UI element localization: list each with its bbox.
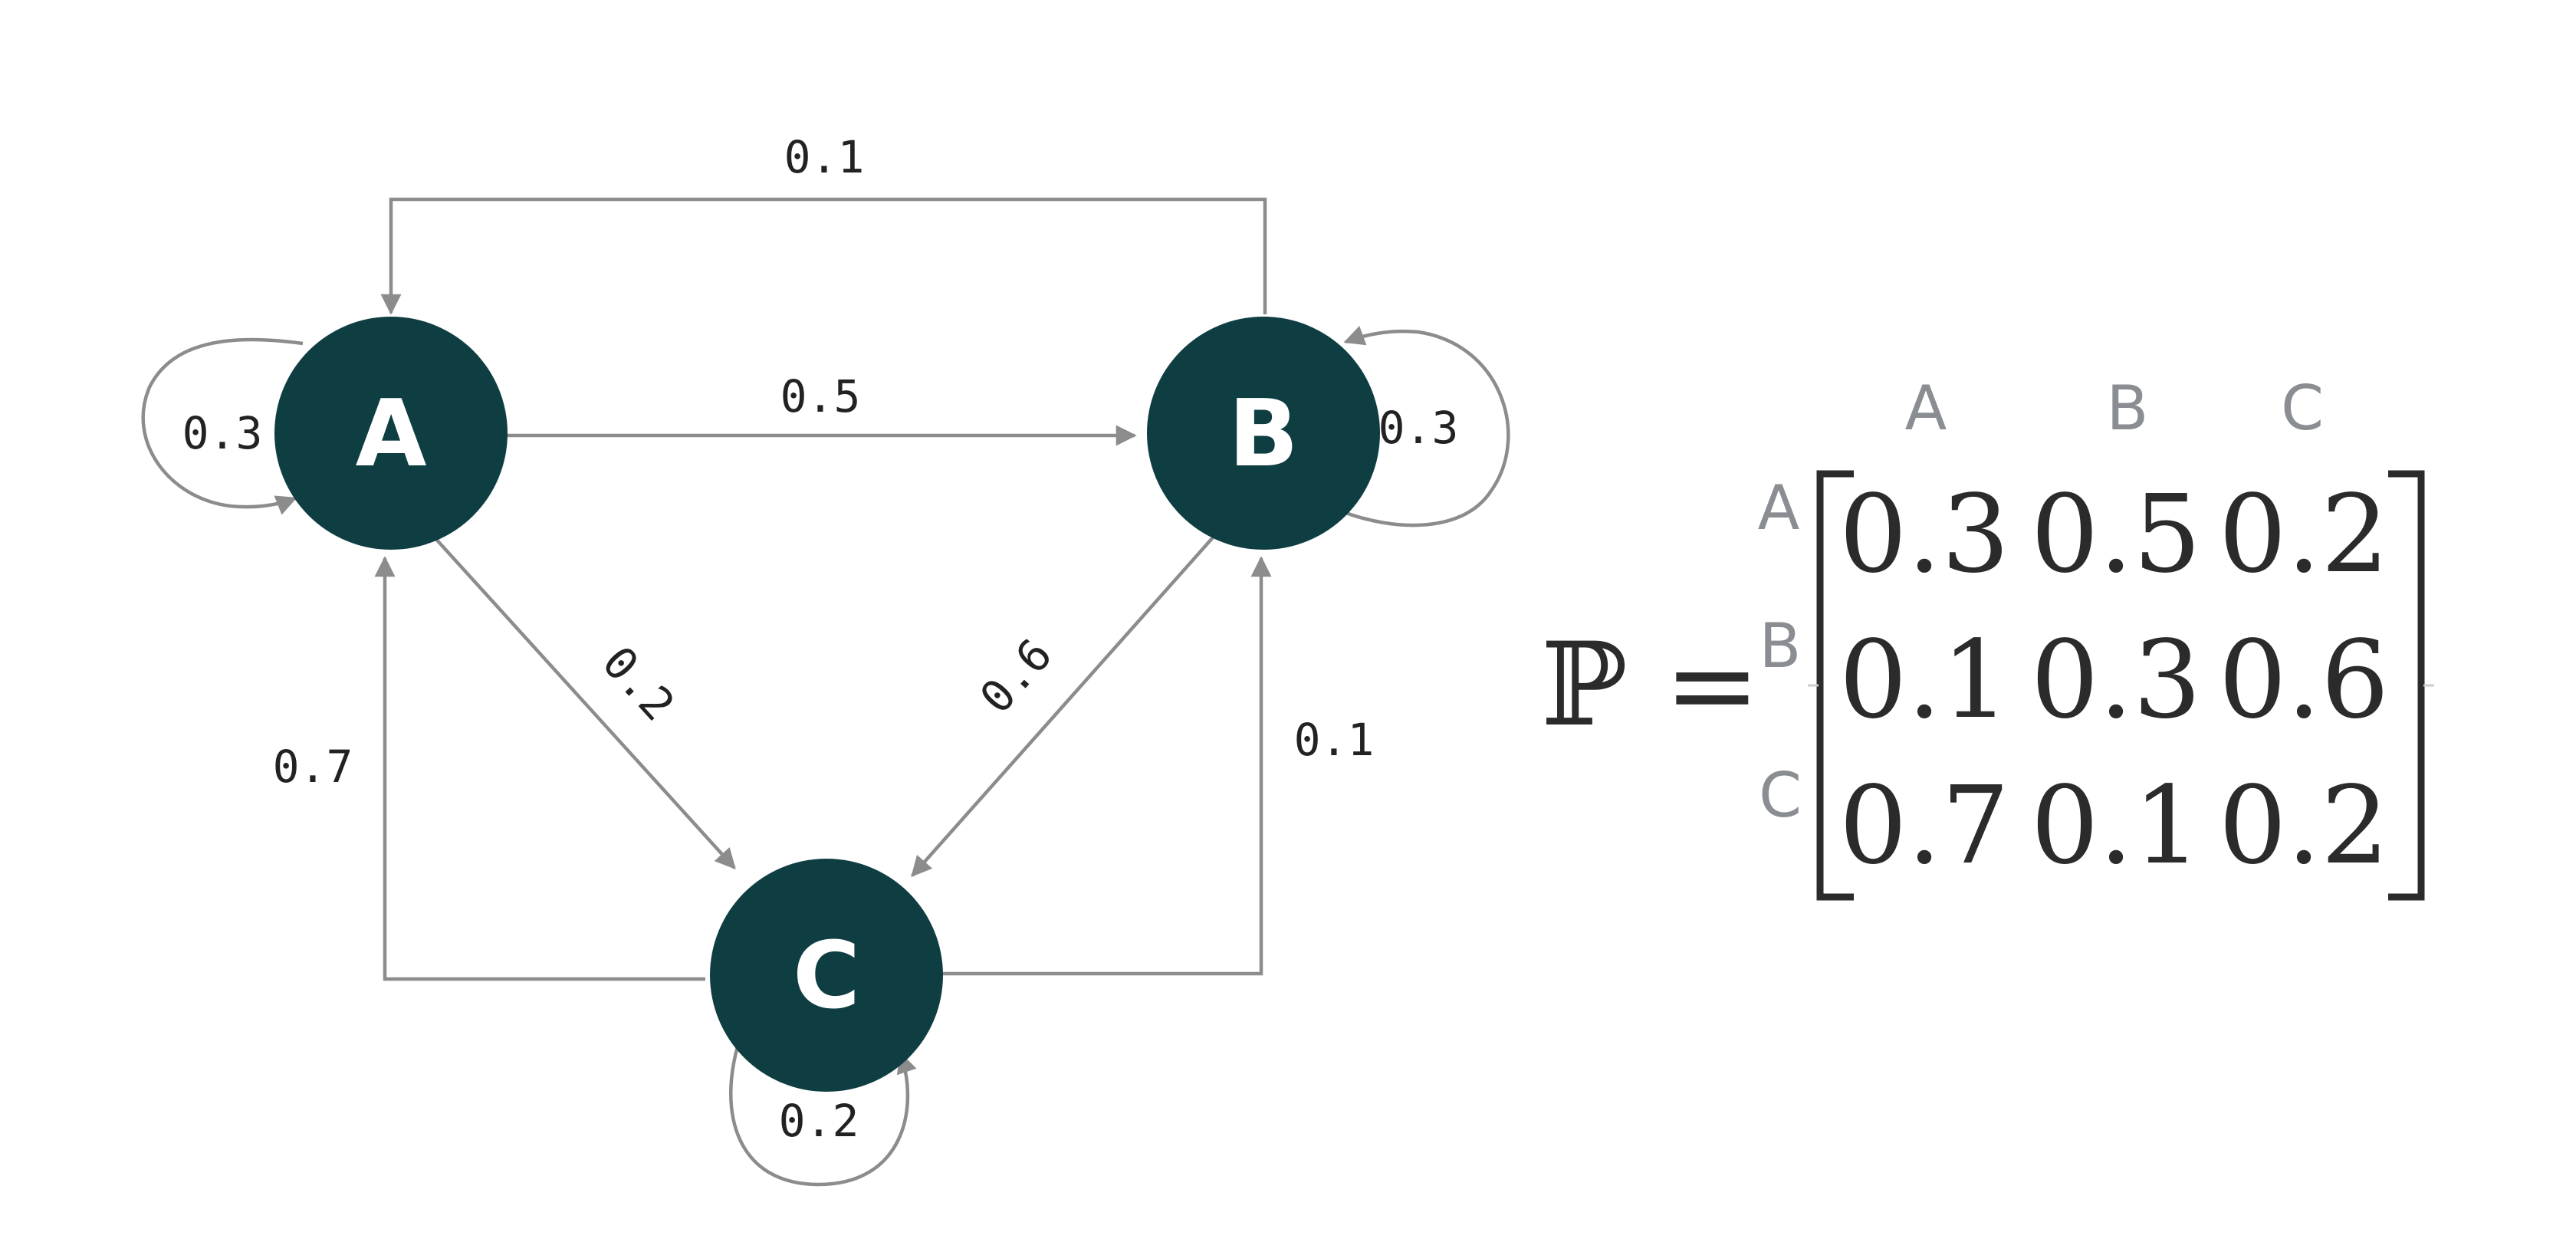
matrix-cell-a-c: 0.2	[2219, 472, 2390, 597]
matrix-right-bracket	[2388, 470, 2425, 901]
edge-label-b-to-a: 0.1	[784, 131, 865, 183]
matrix-cell-b-b: 0.3	[2031, 618, 2202, 743]
edge-label-c-to-a: 0.7	[273, 741, 353, 793]
matrix-column-label-c: C	[2281, 373, 2324, 444]
matrix-symbol: ℙ =	[1541, 619, 1760, 752]
matrix-column-label-a: A	[1905, 373, 1947, 444]
node-a-circle	[274, 317, 508, 550]
matrix-cell-c-b: 0.1	[2031, 764, 2202, 889]
node-a: A	[274, 317, 508, 550]
node-a-label: A	[356, 381, 427, 488]
matrix-row-label-c: C	[1759, 760, 1802, 831]
matrix-cell-b-c: 0.6	[2219, 618, 2390, 743]
edge-label-b-self-loop: 0.3	[1378, 402, 1459, 454]
edges	[141, 197, 1510, 1187]
transition-matrix: ℙ = A B C A B C 0.3 0.5 0.2 0.1 0.3 0.6 …	[1541, 373, 2434, 901]
edge-c-self-loop	[729, 1038, 917, 1187]
edge-label-a-to-b: 0.5	[780, 370, 861, 422]
edge-label-c-to-b: 0.1	[1294, 714, 1375, 766]
matrix-cell-c-c: 0.2	[2219, 764, 2390, 889]
matrix-cell-c-a: 0.7	[1839, 764, 2010, 889]
edge-c-to-a	[374, 556, 705, 981]
edge-label-b-to-c: 0.6	[970, 629, 1062, 723]
matrix-row-label-a: A	[1758, 472, 1800, 544]
edge-b-to-c	[911, 535, 1215, 878]
edge-a-self-loop	[141, 337, 304, 515]
matrix-cell-b-a: 0.1	[1839, 618, 2010, 743]
edge-b-to-a	[380, 197, 1267, 315]
node-c: C	[710, 859, 943, 1092]
node-b-label: B	[1228, 381, 1298, 488]
node-b: B	[1147, 317, 1380, 550]
edge-c-to-b	[934, 556, 1272, 976]
matrix-cell-a-b: 0.5	[2031, 472, 2202, 597]
node-c-circle	[710, 859, 943, 1092]
edge-label-c-self-loop: 0.2	[779, 1095, 859, 1147]
edge-b-self-loop	[1337, 325, 1510, 527]
edge-label-a-to-c: 0.2	[592, 636, 685, 731]
matrix-cell-a-a: 0.3	[1839, 472, 2010, 597]
node-b-circle	[1147, 317, 1380, 550]
edge-label-a-self-loop: 0.3	[182, 407, 263, 459]
matrix-row-label-b: B	[1760, 610, 1802, 682]
node-c-label: C	[793, 923, 860, 1030]
matrix-left-bracket	[1816, 470, 1854, 901]
edge-a-to-c	[424, 526, 736, 869]
matrix-column-label-b: B	[2107, 373, 2149, 444]
